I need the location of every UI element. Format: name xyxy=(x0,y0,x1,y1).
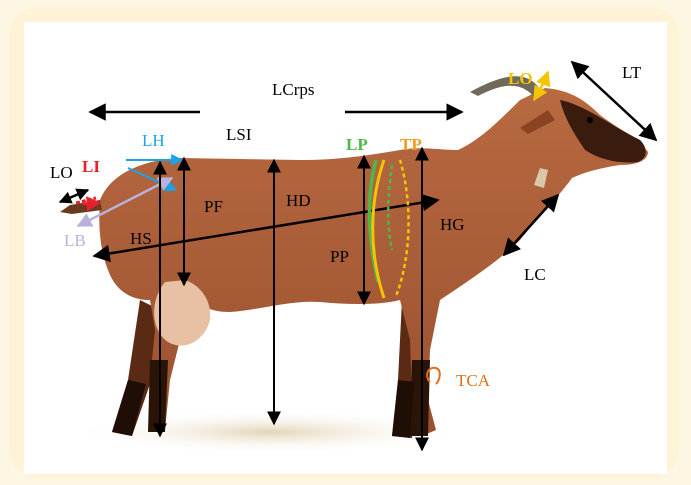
label-lo-tail: LO xyxy=(50,163,73,182)
label-lcrps: LCrps xyxy=(272,80,315,99)
label-tca: TCA xyxy=(456,371,491,390)
label-lb: LB xyxy=(64,231,86,250)
label-li: LI xyxy=(82,157,100,176)
label-lsi: LSI xyxy=(226,125,252,144)
label-tp: TP xyxy=(400,135,422,154)
label-pp: PP xyxy=(330,247,349,266)
label-hd: HD xyxy=(286,191,311,210)
label-hg: HG xyxy=(440,215,465,234)
label-lc: LC xyxy=(524,265,546,284)
label-lh: LH xyxy=(142,131,165,150)
label-lt: LT xyxy=(622,63,642,82)
label-lp: LP xyxy=(346,135,368,154)
label-lo-horn: LO xyxy=(508,69,533,88)
label-pf: PF xyxy=(204,197,223,216)
label-hs: HS xyxy=(130,229,152,248)
